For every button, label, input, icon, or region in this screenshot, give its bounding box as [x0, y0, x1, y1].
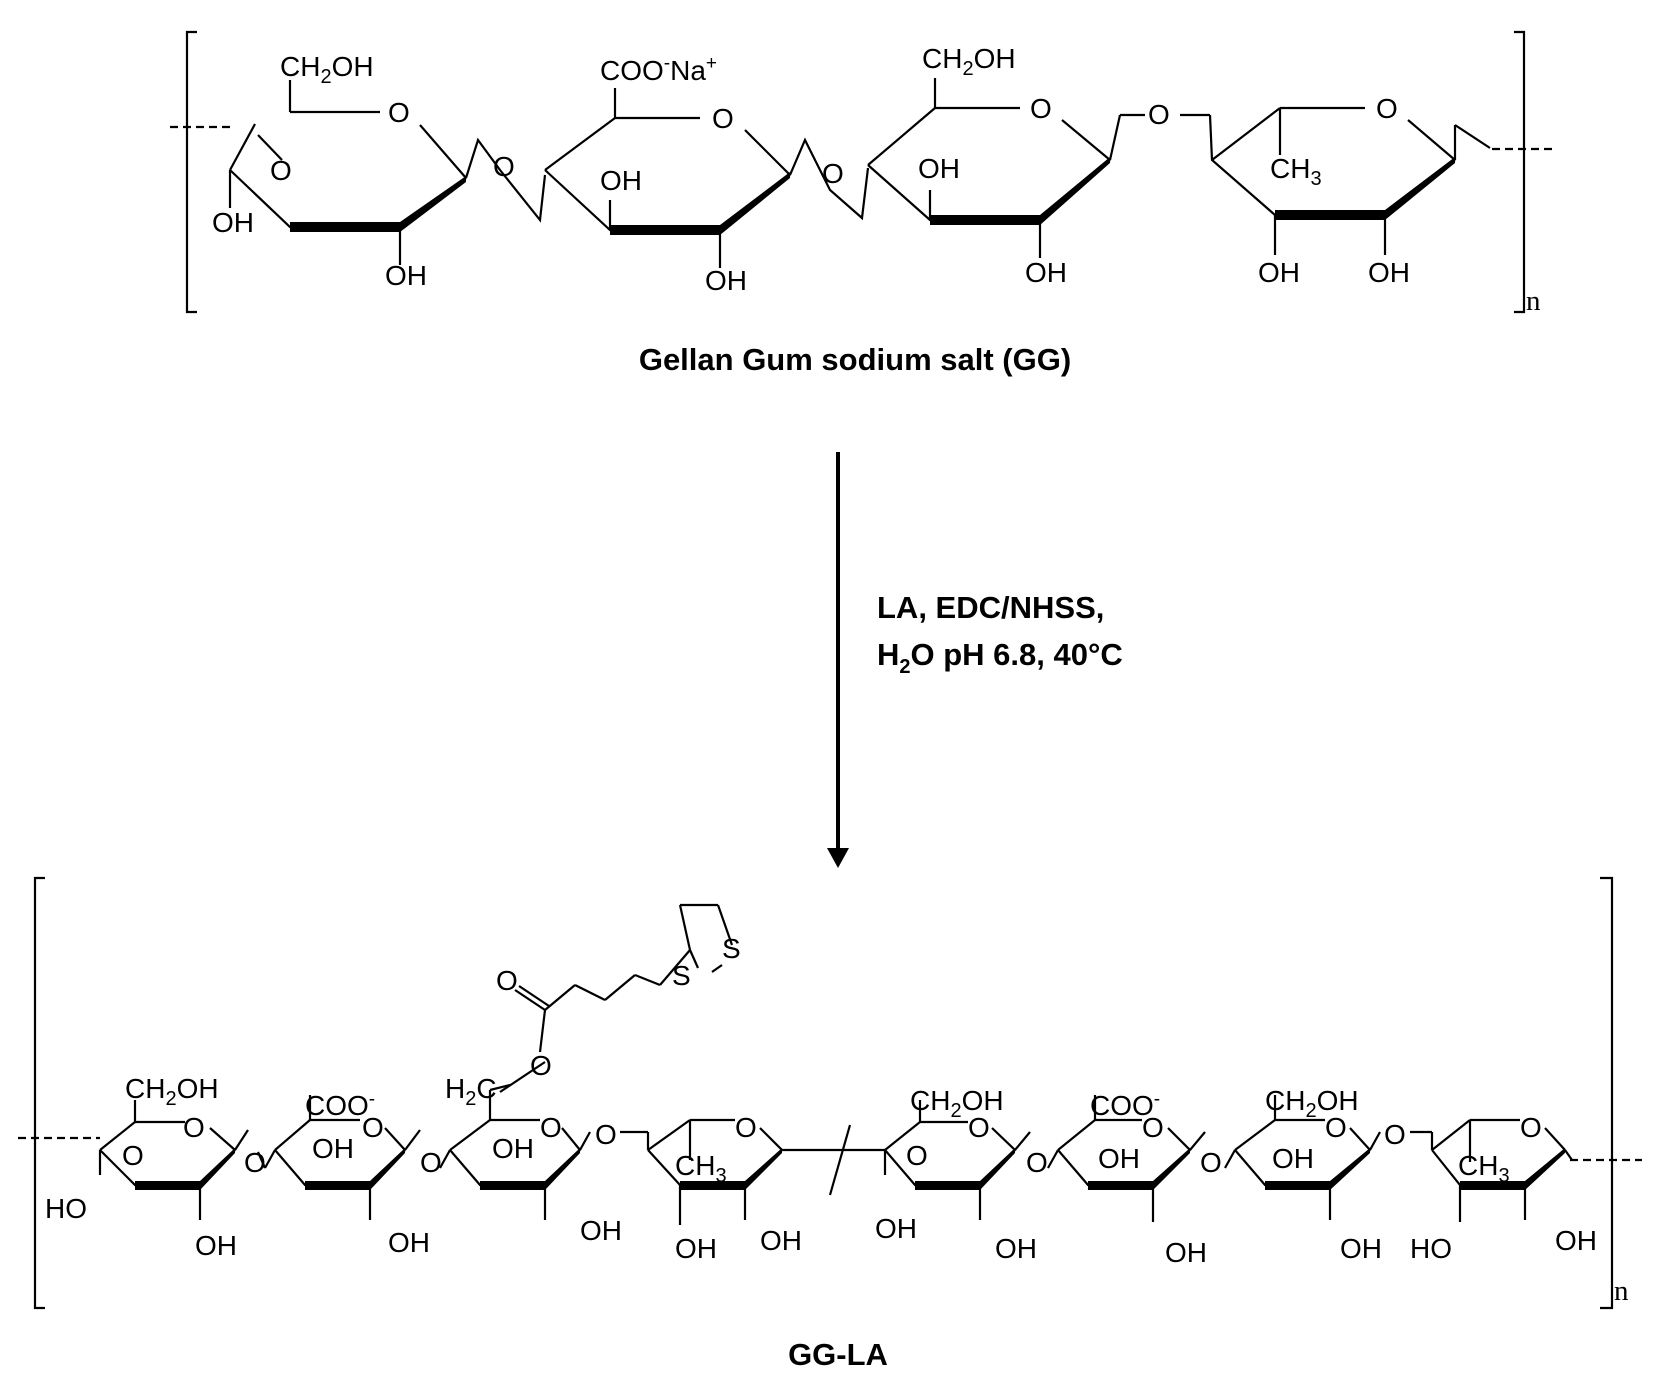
- link-o-2: O: [822, 158, 844, 189]
- b-oh-7b: OH: [1340, 1233, 1382, 1264]
- b-ring-o-2: O: [362, 1112, 384, 1143]
- b-oh-8b: OH: [1555, 1225, 1597, 1256]
- link-o-3: O: [1148, 99, 1170, 130]
- b-ho-8: HO: [1410, 1233, 1452, 1264]
- ring-o-1b: O: [270, 155, 292, 186]
- ring-o-1: O: [388, 97, 410, 128]
- oh-label-3b: OH: [1025, 257, 1067, 288]
- oh-label-4a: OH: [1258, 257, 1300, 288]
- b-oh-1b: OH: [195, 1230, 237, 1261]
- b-ring-o-5b: O: [906, 1140, 928, 1171]
- gg-la-rings: [98, 1090, 1573, 1225]
- b-link-o-2: O: [420, 1147, 442, 1178]
- ring-o-3: O: [1030, 93, 1052, 124]
- gg-la-labels: S S O O H2C O O O O O O O O O O O O O O …: [45, 933, 1629, 1372]
- b-oh-3a: OH: [492, 1133, 534, 1164]
- b-ring-o-5: O: [968, 1112, 990, 1143]
- b-ch3-8: CH3: [1458, 1150, 1510, 1187]
- gg-structure: [170, 30, 1552, 314]
- b-ring-o-4: O: [735, 1112, 757, 1143]
- b-oh-2a: OH: [312, 1133, 354, 1164]
- sulfur-2: S: [672, 960, 691, 991]
- b-oh-4b: OH: [760, 1225, 802, 1256]
- b-ring-o-6: O: [1142, 1112, 1164, 1143]
- h2c-label: H2C: [445, 1073, 497, 1110]
- b-ch2oh-1: CH2OH: [125, 1073, 219, 1110]
- oh-label-2a: OH: [600, 165, 642, 196]
- b-ho-1: HO: [45, 1193, 87, 1224]
- gg-unit-4-ring: [1208, 106, 1491, 255]
- reaction-arrow: [827, 452, 849, 868]
- link-o-1: O: [493, 151, 515, 182]
- b-ring-o-1: O: [183, 1112, 205, 1143]
- b-link-o-5: O: [1200, 1147, 1222, 1178]
- gg-unit-2-ring: [544, 88, 791, 268]
- b-link-o-4: O: [1026, 1147, 1048, 1178]
- coo-na-label: COO-Na+: [600, 53, 717, 86]
- b-oh-5b: OH: [995, 1233, 1037, 1264]
- gg-labels: O O O O O O O O CH2OH OH OH COO-Na+ OH O…: [212, 43, 1541, 377]
- oh-label-3a: OH: [918, 153, 960, 184]
- b-coo-6: COO-: [1090, 1089, 1160, 1121]
- repeat-n-top: n: [1526, 285, 1541, 317]
- carbonyl-o: O: [496, 965, 518, 996]
- ch3-label-4: CH3: [1270, 153, 1322, 190]
- sulfur-1: S: [722, 933, 741, 964]
- b-oh-7a: OH: [1272, 1143, 1314, 1174]
- gg-caption: Gellan Gum sodium salt (GG): [639, 342, 1071, 377]
- b-ch3-4: CH3: [675, 1150, 727, 1187]
- b-ring-o-1b: O: [122, 1140, 144, 1171]
- b-oh-3b: OH: [580, 1215, 622, 1246]
- b-oh-4a: OH: [675, 1233, 717, 1264]
- ring-o-2: O: [712, 103, 734, 134]
- ring-o-4: O: [1376, 93, 1398, 124]
- oh-label-4b: OH: [1368, 257, 1410, 288]
- b-link-o-3: O: [595, 1119, 617, 1150]
- b-ring-o-8: O: [1520, 1112, 1542, 1143]
- gg-unit-1-ring: [228, 80, 467, 265]
- right-bracket-top: [1514, 30, 1526, 314]
- b-oh-6b: OH: [1165, 1237, 1207, 1268]
- b-oh-6a: OH: [1098, 1143, 1140, 1174]
- b-oh-2b: OH: [388, 1227, 430, 1258]
- b-ch2oh-7: CH2OH: [1265, 1085, 1359, 1122]
- b-link-o-1: O: [244, 1147, 266, 1178]
- ch2oh-label-1: CH2OH: [280, 51, 374, 88]
- left-bracket-top: [185, 30, 197, 314]
- b-ring-o-3: O: [540, 1112, 562, 1143]
- ester-o: O: [530, 1050, 552, 1081]
- right-bracket-bottom: [1600, 876, 1614, 1310]
- gg-la-caption: GG-LA: [788, 1337, 888, 1372]
- oh-label-1a: OH: [212, 207, 254, 238]
- gg-la-structure: [18, 876, 1642, 1310]
- oh-label-2b: OH: [705, 265, 747, 296]
- oh-label-1b: OH: [385, 260, 427, 291]
- left-bracket-bottom: [33, 876, 45, 1310]
- ch2oh-label-3: CH2OH: [922, 43, 1016, 80]
- b-ch2oh-5: CH2OH: [910, 1085, 1004, 1122]
- b-oh-5a: OH: [875, 1213, 917, 1244]
- repeat-n-bottom: n: [1614, 1275, 1629, 1307]
- lipoic-acid-chain: [489, 903, 734, 1093]
- b-coo-2: COO-: [305, 1089, 375, 1121]
- b-ring-o-7: O: [1325, 1112, 1347, 1143]
- conditions-line-2: H2O pH 6.8, 40°C: [877, 637, 1123, 678]
- conditions-line-1: LA, EDC/NHSS,: [877, 590, 1104, 625]
- b-link-o-6: O: [1384, 1119, 1406, 1150]
- gg-unit-3-ring: [867, 78, 1210, 258]
